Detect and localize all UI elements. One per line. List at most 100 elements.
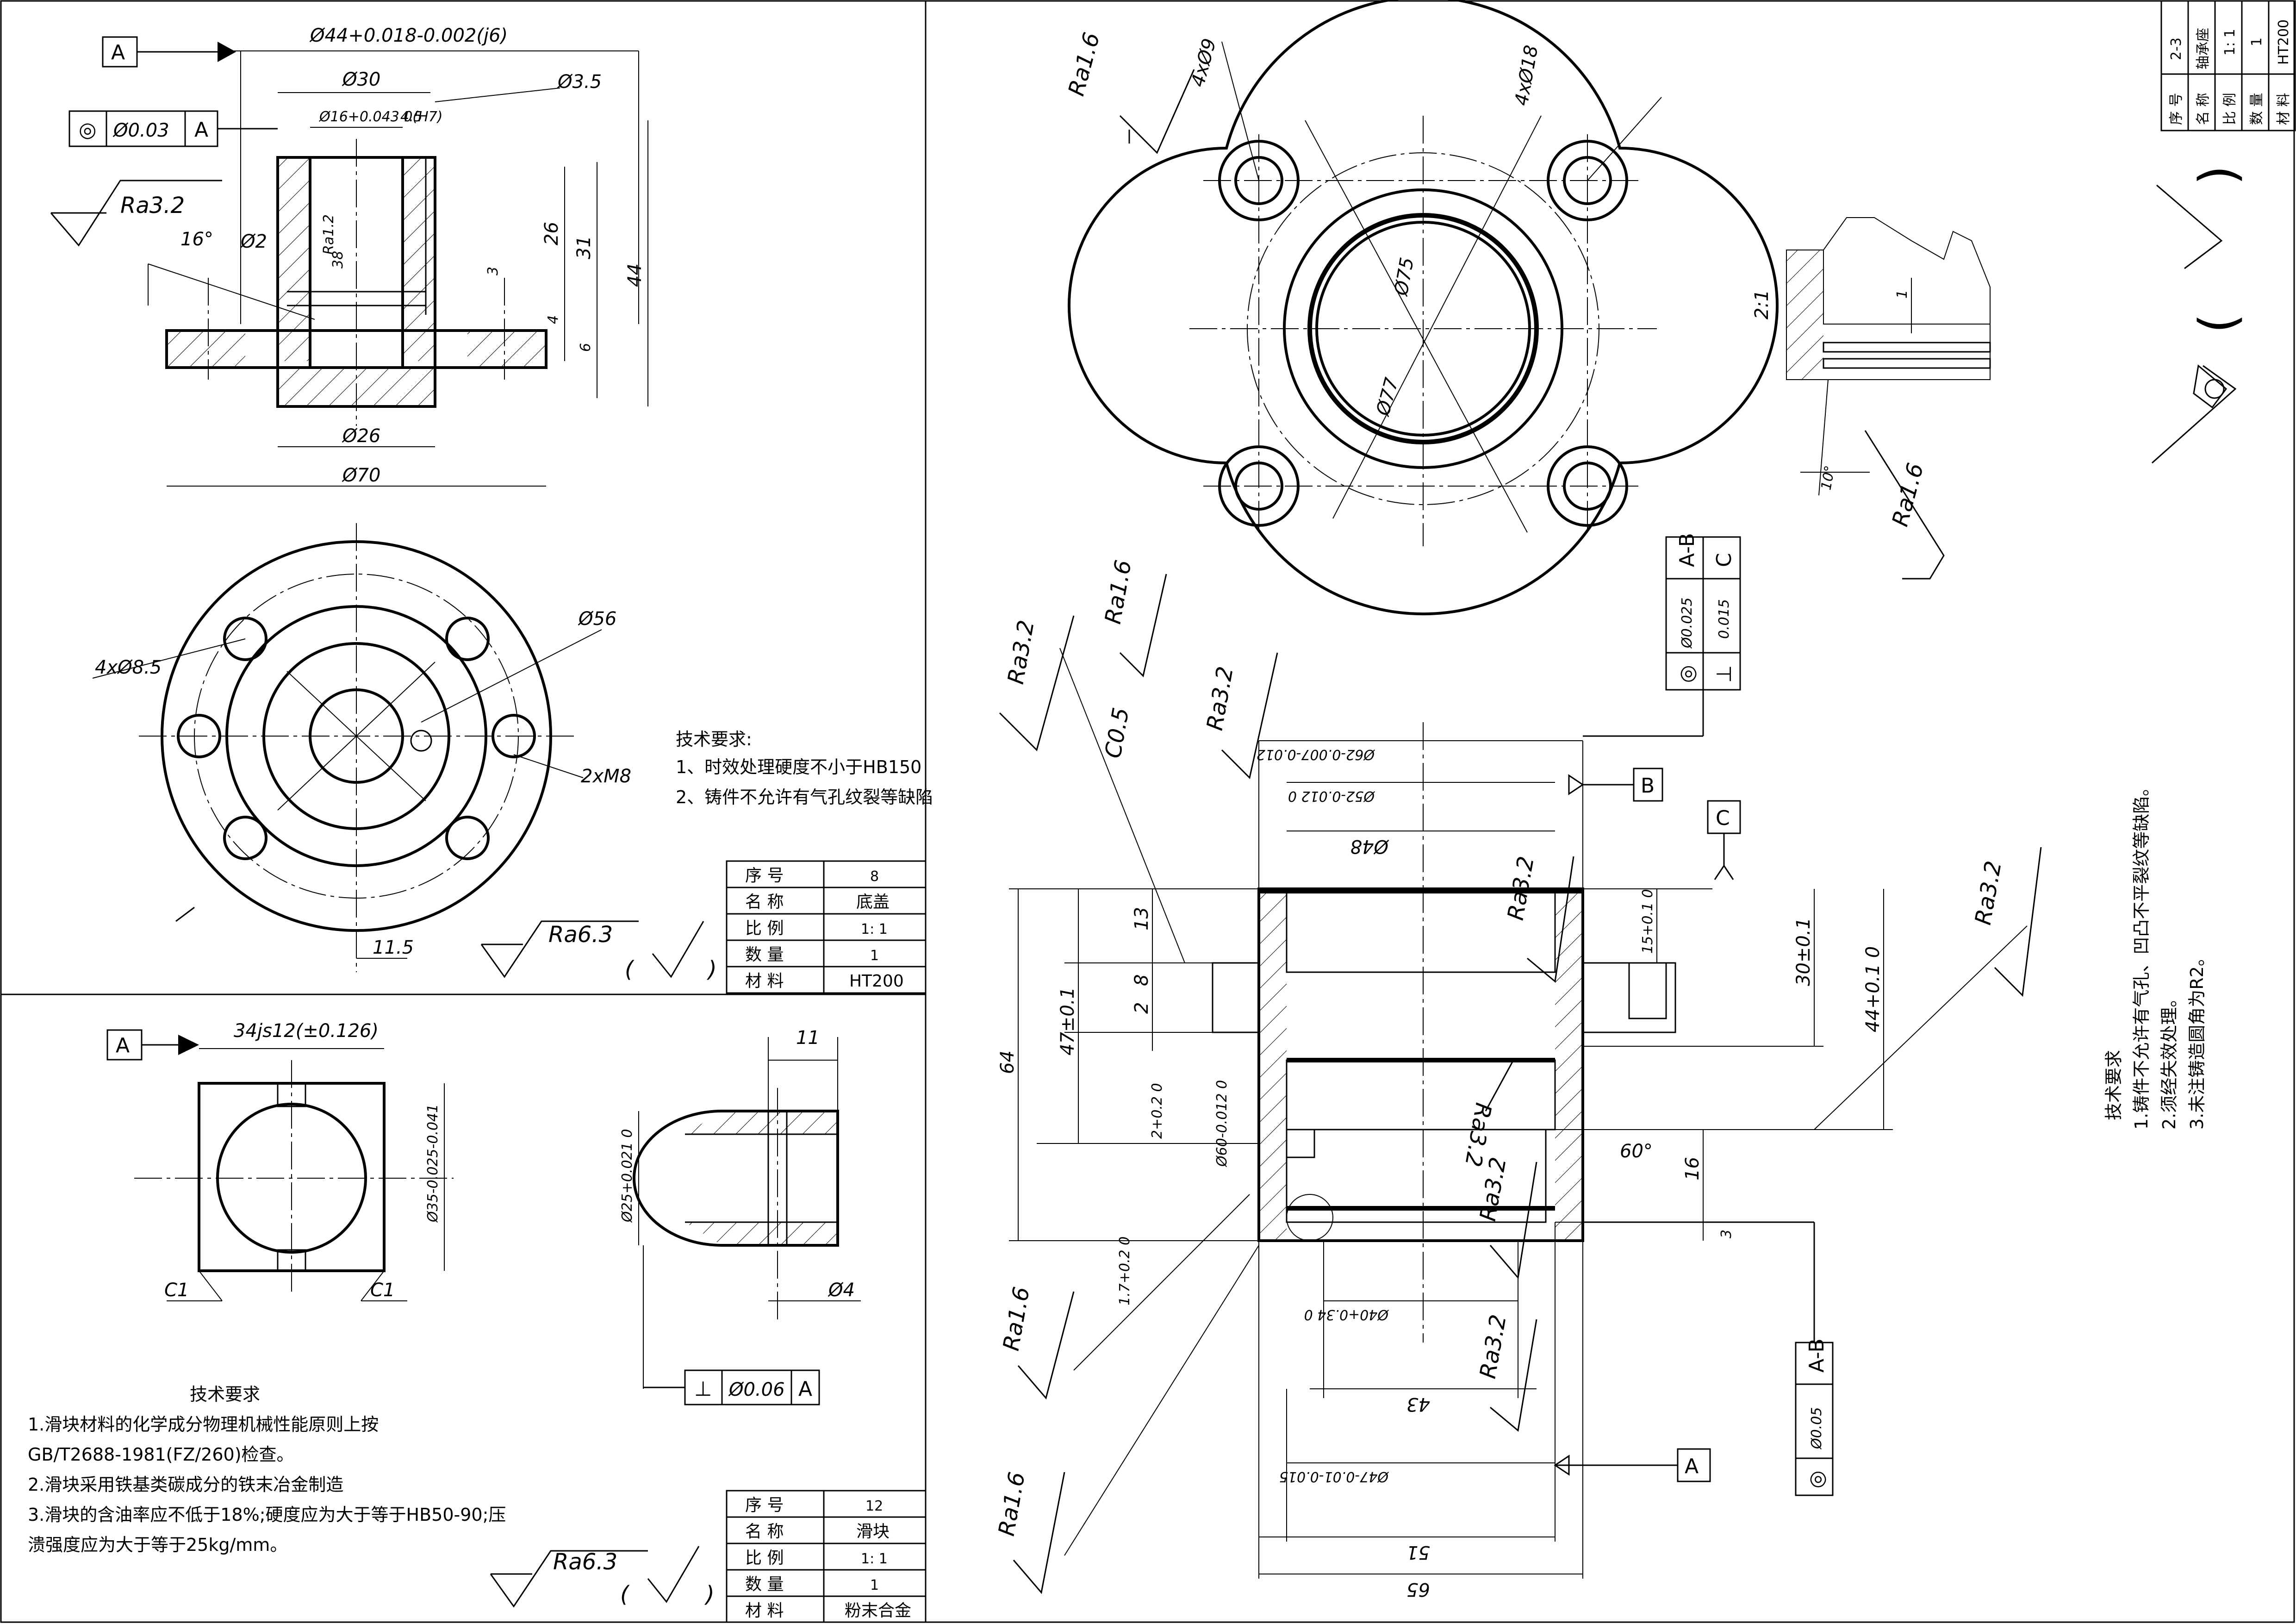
dim-w43: 43 (1406, 1393, 1430, 1415)
svg-text:(: ( (2188, 313, 2247, 333)
slider-tb-label-2: 名 称 (745, 1522, 784, 1541)
dim-d35: Ø3.5 (557, 71, 602, 93)
dim-d47: Ø47-0.01-0.015 (1279, 1468, 1389, 1485)
dim-thread-2xm8: 2xM8 (581, 766, 631, 787)
fcf-top-1-tol: Ø0.025 (1679, 598, 1695, 650)
dim-w11: 11 (796, 1027, 820, 1049)
dim-d16: Ø16+0.043 0(H7) (318, 109, 442, 125)
slider-tech-requirements: 技术要求 1.滑块材料的化学成分物理机械性能原则上按 GB/T2688-1981… (28, 1384, 506, 1555)
detail-dim-h1: 1 (1894, 290, 1910, 299)
seat-tb-label-4: 数 量 (2249, 93, 2265, 125)
dim-ang16: 16° (180, 229, 213, 250)
slider-fcf-symbol: ⊥ (694, 1377, 712, 1401)
dim-h44: 44 (624, 263, 646, 287)
dim-d48: Ø48 (1350, 836, 1389, 857)
slider-tb-label-1: 序 号 (745, 1496, 784, 1515)
dim-h30: 30±0.1 (1793, 918, 1814, 986)
slider-tech-line-3: 2.滑块采用铁基类碳成分的铁末冶金制造 (28, 1474, 343, 1495)
fcf-bottom-datum: A-B (1805, 1338, 1829, 1373)
slider-tech-line-1: 1.滑块材料的化学成分物理机械性能原则上按 (28, 1414, 379, 1435)
dim-h6: 6 (578, 343, 594, 352)
base-tech-title: 技术要求: (676, 729, 752, 750)
base-cover-title-block: 序 号 8 名 称 底盖 比 例 1: 1 数 量 1 材 料 HT200 (726, 860, 927, 994)
svg-text:(: ( (625, 956, 635, 982)
dim-h26: 26 (541, 222, 562, 245)
base-cover-general-roughness: Ra6.3 ( ) (480, 920, 717, 982)
slider-general-roughness: Ra6.3 ( ) (490, 1546, 715, 1608)
dim-h4: 4 (545, 315, 561, 324)
dim-h17: 1.7+0.2 0 (1117, 1237, 1133, 1305)
dim-d62: Ø62-0.007-0.012 (1257, 746, 1375, 762)
bearing-seat-detail-view: 2:1 1 10° Ra1.6 (1751, 217, 1991, 580)
svg-text:): ) (707, 956, 717, 982)
seat-tb-value-2: 轴承座 (2195, 28, 2211, 69)
slider-tb-value-2: 滑块 (856, 1522, 890, 1541)
slider-general-ra: Ra6.3 (553, 1549, 617, 1575)
dim-c1-left: C1 (164, 1280, 189, 1301)
svg-text:): ) (2188, 165, 2247, 185)
slider-front-view: 34js12(±0.126) Ø35-0.025-0.041 C1 C1 A (106, 1020, 454, 1301)
dim-h38: 38 (330, 251, 346, 269)
fcf-top-2-datum: C (1712, 553, 1736, 567)
svg-text:): ) (704, 1581, 715, 1607)
base-tb-value-2: 底盖 (856, 893, 890, 912)
seat-tb-label-1: 序 号 (2168, 93, 2184, 125)
bearing-seat-tech-requirements: 技术要求 1.铸件不允许有气孔、凹凸不平裂纹等缺陷。 2.须经失效处理。 3.未… (2103, 779, 2207, 1130)
seat-tb-label-3: 比 例 (2222, 93, 2238, 125)
dim-d25: Ø25+0.021 0 (619, 1129, 635, 1223)
slider-tech-line-5: 溃强度应为大于等于25kg/mm。 (28, 1535, 287, 1555)
base-tb-label-3: 比 例 (745, 919, 784, 938)
dim-w34: 34js12(±0.126) (234, 1020, 379, 1042)
section-ra-7: Ra3.2 (1475, 1312, 1512, 1380)
seat-tech-line-2: 2.须经失效处理。 (2159, 990, 2179, 1130)
dim-c1-right: C1 (370, 1280, 395, 1301)
dim-h31: 31 (573, 236, 595, 259)
base-cover-section-view (165, 139, 548, 426)
dim-d4: Ø4 (828, 1280, 855, 1301)
seat-tech-line-1: 1.铸件不允许有气孔、凹凸不平裂纹等缺陷。 (2131, 779, 2152, 1130)
slider-tb-value-1: 12 (865, 1498, 883, 1514)
seat-tech-title: 技术要求 (2103, 1050, 2124, 1120)
base-tb-label-4: 数 量 (745, 945, 784, 964)
base-tb-label-1: 序 号 (745, 866, 784, 885)
datum-a-seat: A (1685, 1455, 1699, 1478)
dim-h13: 13 (1131, 907, 1152, 931)
fcf-bottom-symbol: ◎ (1805, 1471, 1829, 1488)
datum-b: B (1641, 774, 1655, 798)
roughness-ra32: Ra3.2 (120, 193, 185, 219)
dim-w51: 51 (1406, 1542, 1430, 1563)
section-ra-1: Ra3.2 (1003, 618, 1039, 686)
fcf-top-1-datum: A-B (1675, 533, 1699, 567)
section-ra-10: Ra1.6 (994, 1470, 1030, 1538)
top-view-ra16: Ra1.6 (1063, 30, 1105, 99)
dim-w45: 4.5 (400, 109, 423, 125)
fcf-bottom-tol: Ø0.05 (1809, 1407, 1825, 1450)
dim-h8: 8 (1131, 974, 1152, 986)
section-ra-3: Ra3.2 (1202, 664, 1238, 732)
fcf-top-2-tol: 0.015 (1716, 599, 1732, 639)
dim-h2b: 2+0.2 0 (1149, 1083, 1165, 1139)
dim-w115: 11.5 (373, 937, 414, 958)
dim-d26: Ø26 (342, 425, 380, 447)
slider-tb-value-4: 1 (870, 1577, 879, 1593)
slider-tech-line-4: 3.滑块的含油率应不低于18%;硬度应为大于等于HB50-90;压 (28, 1505, 506, 1525)
base-tb-label-2: 名 称 (745, 893, 784, 912)
slider-side-view: 11 Ø25+0.021 0 Ø4 ⊥ Ø0.06 A (619, 1027, 861, 1405)
base-tb-value-5: HT200 (849, 972, 904, 991)
svg-text:(: ( (620, 1581, 630, 1607)
fcf-concentric-symbol: ◎ (79, 118, 96, 142)
seat-tech-line-3: 3.未注铸造圆角为R2。 (2187, 949, 2207, 1130)
detail-ra16: Ra1.6 (1887, 460, 1929, 529)
dim-h3: 3 (485, 267, 501, 275)
dim-d52: Ø52-0.012 0 (1288, 788, 1375, 804)
seat-tb-value-3: 1: 1 (2222, 29, 2238, 56)
dim-c05: C0.5 (1100, 706, 1134, 760)
base-tech-line-1: 1、时效处理硬度不小于HB150 (676, 757, 921, 777)
seat-tb-value-4: 1 (2249, 37, 2265, 46)
datum-c: C (1716, 806, 1730, 830)
dim-d70: Ø70 (342, 465, 380, 486)
dim-d30: Ø30 (342, 69, 380, 90)
dim-h44-seat: 44+0.1 0 (1862, 946, 1884, 1032)
